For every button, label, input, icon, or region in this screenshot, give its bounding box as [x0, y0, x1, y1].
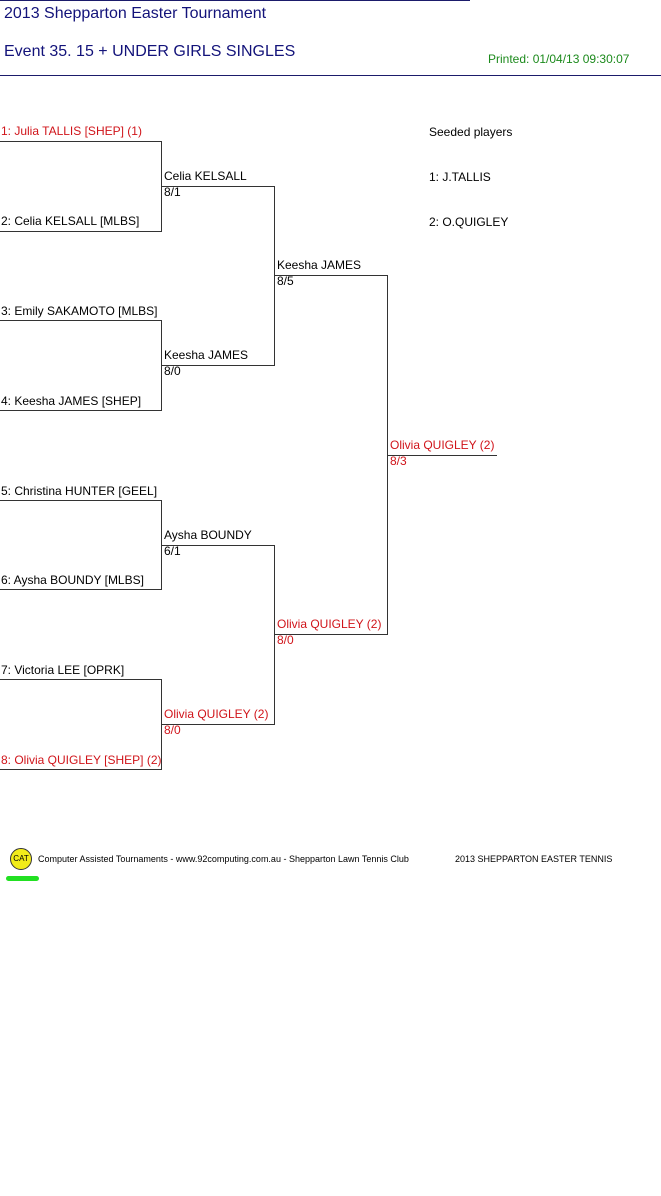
r2-score-4: 8/0	[164, 723, 181, 737]
r2-score-2: 8/0	[164, 364, 181, 378]
r1-line-5	[0, 500, 161, 501]
r1-line-7	[0, 679, 161, 680]
sf-score-2: 8/0	[277, 633, 294, 647]
r2-score-3: 6/1	[164, 544, 181, 558]
r1-line-8	[0, 769, 161, 770]
final-line	[388, 455, 497, 456]
sf-winner-2: Olivia QUIGLEY (2)	[277, 617, 382, 631]
r1-connector-4	[161, 679, 162, 770]
footer-credits: Computer Assisted Tournaments - www.92co…	[38, 854, 409, 864]
final-score: 8/3	[390, 454, 407, 468]
r1-player-8: 8: Olivia QUIGLEY [SHEP] (2)	[1, 753, 162, 767]
header-bottom-rule	[0, 75, 661, 76]
r1-player-1: 1: Julia TALLIS [SHEP] (1)	[1, 124, 142, 138]
sf-line-1	[275, 275, 387, 276]
r1-player-7: 7: Victoria LEE [OPRK]	[1, 663, 125, 677]
r2-winner-1: Celia KELSALL	[164, 169, 247, 183]
sf-winner-1: Keesha JAMES	[277, 258, 362, 272]
printed-timestamp: Printed: 01/04/13 09:30:07	[488, 52, 630, 66]
r2-connector-2	[274, 545, 275, 725]
r2-line-4	[162, 724, 274, 725]
sf-score-1: 8/5	[277, 274, 294, 288]
seeded-player-1: 1: J.TALLIS	[429, 170, 491, 184]
r1-line-1	[0, 141, 161, 142]
r2-connector-1	[274, 186, 275, 366]
r1-player-6: 6: Aysha BOUNDY [MLBS]	[1, 573, 144, 587]
final-winner: Olivia QUIGLEY (2)	[390, 438, 495, 452]
r2-line-3	[162, 545, 274, 546]
cat-logo-underline	[6, 876, 39, 881]
r2-line-1	[162, 186, 274, 187]
r1-player-5: 5: Christina HUNTER [GEEL]	[1, 484, 158, 498]
tournament-title: 2013 Shepparton Easter Tournament	[4, 5, 267, 22]
r1-line-6	[0, 589, 161, 590]
r1-line-4	[0, 410, 161, 411]
sf-line-2	[275, 634, 387, 635]
seeded-players-heading: Seeded players	[429, 125, 513, 139]
cat-logo-text: CAT	[13, 854, 29, 863]
r1-player-3: 3: Emily SAKAMOTO [MLBS]	[1, 304, 158, 318]
r1-line-3	[0, 320, 161, 321]
r2-score-1: 8/1	[164, 185, 181, 199]
r1-player-4: 4: Keesha JAMES [SHEP]	[1, 394, 142, 408]
r1-connector-1	[161, 141, 162, 232]
header-top-rule	[0, 0, 470, 1]
r1-player-2: 2: Celia KELSALL [MLBS]	[1, 214, 140, 228]
r1-line-2	[0, 231, 161, 232]
r1-connector-3	[161, 500, 162, 590]
r2-winner-2: Keesha JAMES	[164, 348, 249, 362]
r2-winner-3: Aysha BOUNDY	[164, 528, 252, 542]
cat-logo-icon: CAT	[10, 848, 32, 870]
r2-winner-4: Olivia QUIGLEY (2)	[164, 707, 269, 721]
footer-tournament-name: 2013 SHEPPARTON EASTER TENNIS	[455, 854, 613, 864]
sf-connector	[387, 275, 388, 635]
r1-connector-2	[161, 320, 162, 411]
event-title: Event 35. 15 + UNDER GIRLS SINGLES	[4, 43, 296, 60]
seeded-player-2: 2: O.QUIGLEY	[429, 215, 509, 229]
r2-line-2	[162, 365, 274, 366]
